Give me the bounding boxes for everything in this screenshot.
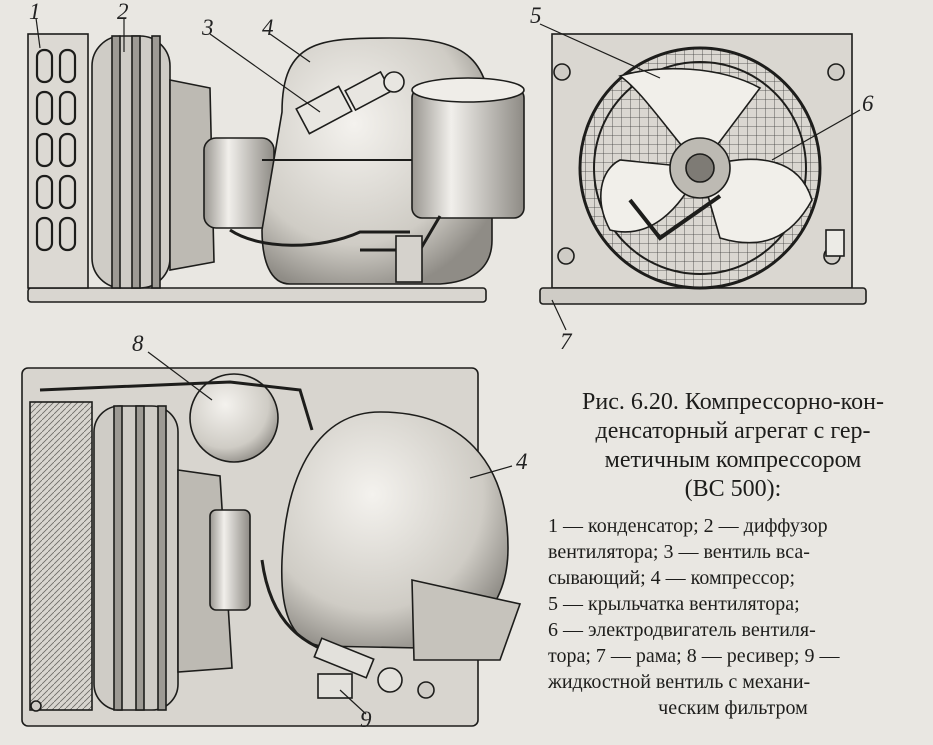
front-view	[539, 33, 867, 305]
callout-6: 6	[862, 91, 874, 116]
frame-base	[539, 287, 867, 305]
top-view	[21, 367, 522, 727]
liquid-valve	[313, 637, 403, 699]
leader-lines	[35, 17, 861, 715]
legend-line: ческим фильтром	[658, 697, 808, 719]
receiver-side	[411, 87, 525, 219]
legend-line: 6 — электродвигатель вентиля-	[548, 619, 816, 641]
callout-2: 2	[117, 0, 129, 24]
callout-3: 3	[202, 15, 214, 40]
callout-9: 9	[360, 707, 372, 732]
caption-title-line: денсаторный агрегат с гер-	[595, 418, 871, 444]
fan-motor	[203, 137, 275, 229]
legend-line: 1 — конденсатор; 2 — диффузор	[548, 515, 828, 537]
caption-title-line: (ВС 500):	[684, 476, 782, 502]
diffuser-top	[93, 405, 179, 711]
callout-7: 7	[560, 329, 572, 354]
caption-title-line: Рис. 6.20. Компрессорно-кон-	[582, 389, 884, 415]
side-view	[27, 33, 525, 303]
legend-line: тора; 7 — рама; 8 — ресивер; 9 —	[548, 645, 840, 667]
caption-legend: 1 — конденсатор; 2 — диффузор вентилятор…	[548, 513, 918, 721]
callout-1: 1	[29, 0, 41, 24]
legend-line: жидкостной вентиль с механи-	[548, 671, 811, 693]
callout-4-top: 4	[262, 15, 274, 40]
fan-diffuser	[91, 35, 171, 289]
suction-valve	[295, 70, 405, 135]
callout-5: 5	[530, 3, 542, 28]
condenser-top	[29, 401, 93, 711]
receiver-top	[189, 373, 279, 463]
caption-title-line: метичным компрессором	[604, 447, 862, 473]
figure-caption: Рис. 6.20. Компрессорно-кон- денсаторный…	[548, 388, 918, 721]
fan-bracket	[169, 79, 215, 271]
legend-line: вентилятора; 3 — вентиль вса-	[548, 541, 810, 563]
base-plate	[27, 287, 487, 303]
callout-8: 8	[132, 331, 144, 356]
callout-4-bottom: 4	[516, 449, 528, 474]
legend-line: 5 — крыльчатка вентилятора;	[548, 593, 800, 615]
legend-line: сывающий; 4 — компрессор;	[548, 567, 796, 589]
condenser	[27, 33, 89, 289]
caption-title: Рис. 6.20. Компрессорно-кон- денсаторный…	[548, 388, 918, 504]
